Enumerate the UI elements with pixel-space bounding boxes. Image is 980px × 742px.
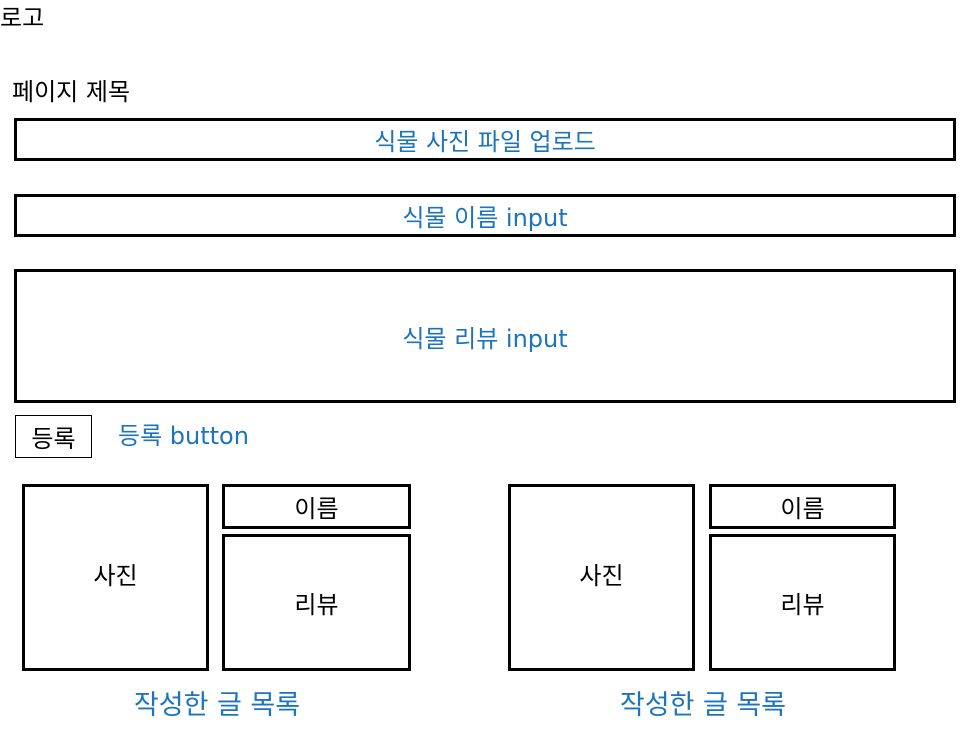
post-name: 이름	[222, 484, 411, 529]
post-list-caption: 작성한 글 목록	[133, 690, 301, 721]
post-name: 이름	[709, 484, 896, 529]
plant-name-input-label: 식물 이름 input	[402, 204, 568, 232]
photo-upload-field[interactable]: 식물 사진 파일 업로드	[14, 118, 956, 161]
register-button[interactable]: 등록	[15, 415, 92, 458]
post-review: 리뷰	[709, 534, 896, 671]
page-title: 페이지 제목	[12, 78, 131, 106]
plant-review-input-label: 식물 리뷰 input	[402, 324, 568, 353]
post-list-caption: 작성한 글 목록	[619, 690, 787, 721]
post-photo-label: 사진	[579, 562, 624, 590]
plant-review-input[interactable]: 식물 리뷰 input	[14, 269, 956, 403]
post-photo: 사진	[22, 484, 209, 671]
post-name-label: 이름	[780, 495, 825, 523]
photo-upload-label: 식물 사진 파일 업로드	[374, 128, 596, 156]
post-review-label: 리뷰	[780, 591, 825, 619]
logo-placeholder: 로고	[0, 4, 45, 32]
post-photo-label: 사진	[93, 562, 138, 590]
post-review-label: 리뷰	[294, 591, 339, 619]
post-photo: 사진	[508, 484, 695, 671]
plant-name-input[interactable]: 식물 이름 input	[14, 194, 956, 237]
post-name-label: 이름	[294, 495, 339, 523]
register-button-annotation: 등록 button	[118, 422, 249, 450]
post-review: 리뷰	[222, 534, 411, 671]
